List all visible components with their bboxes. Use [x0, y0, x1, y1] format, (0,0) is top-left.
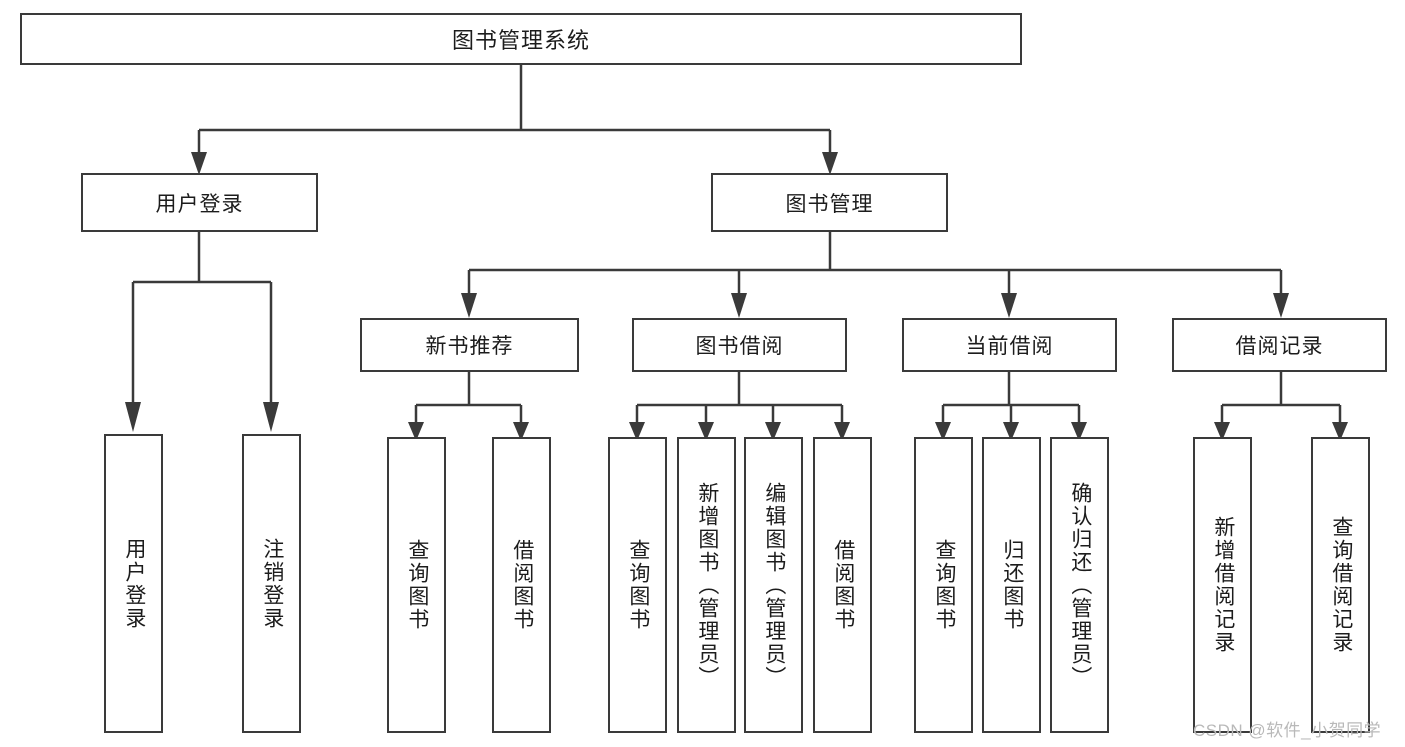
- node-label: 归还图书: [1000, 539, 1024, 631]
- node-label: 用户登录: [155, 192, 244, 216]
- node-label: 查询图书: [626, 539, 650, 631]
- node-leaf-query-borrow-record[interactable]: 查询借阅记录: [1311, 437, 1370, 733]
- node-leaf-borrow-book[interactable]: 借阅图书: [813, 437, 872, 733]
- node-new-book-recommend[interactable]: 新书推荐: [360, 318, 579, 372]
- node-leaf-user-login[interactable]: 用户登录: [104, 434, 163, 733]
- node-label: 借阅图书: [831, 539, 855, 631]
- node-leaf-add-borrow-record[interactable]: 新增借阅记录: [1193, 437, 1252, 733]
- node-label: 借阅记录: [1235, 335, 1324, 358]
- node-label: 当前借阅: [965, 335, 1054, 358]
- node-borrow-record[interactable]: 借阅记录: [1172, 318, 1387, 372]
- node-label: 新增图书（管理员）: [695, 481, 719, 689]
- node-leaf-add-book-admin[interactable]: 新增图书（管理员）: [677, 437, 736, 733]
- node-label: 编辑图书（管理员）: [762, 481, 786, 689]
- node-leaf-query-book-recommend[interactable]: 查询图书: [387, 437, 446, 733]
- node-label: 注销登录: [260, 537, 284, 630]
- node-label: 用户登录: [122, 537, 146, 630]
- node-leaf-query-book-borrow[interactable]: 查询图书: [608, 437, 667, 733]
- node-label: 查询借阅记录: [1329, 516, 1353, 654]
- node-label: 查询图书: [405, 539, 429, 631]
- node-leaf-edit-book-admin[interactable]: 编辑图书（管理员）: [744, 437, 803, 733]
- node-label: 图书借阅: [695, 335, 784, 358]
- node-leaf-return-book[interactable]: 归还图书: [982, 437, 1041, 733]
- node-book-borrow[interactable]: 图书借阅: [632, 318, 847, 372]
- node-leaf-logout[interactable]: 注销登录: [242, 434, 301, 733]
- node-root-system[interactable]: 图书管理系统: [20, 13, 1022, 65]
- csdn-watermark: CSDN @软件_小贺同学: [1193, 721, 1382, 740]
- node-label: 新增借阅记录: [1211, 516, 1235, 654]
- node-leaf-query-book-current[interactable]: 查询图书: [914, 437, 973, 733]
- node-leaf-borrow-book-recommend[interactable]: 借阅图书: [492, 437, 551, 733]
- node-current-borrow[interactable]: 当前借阅: [902, 318, 1117, 372]
- node-label: 确认归还（管理员）: [1068, 481, 1092, 689]
- node-label: 图书管理: [785, 192, 874, 216]
- node-leaf-confirm-return-admin[interactable]: 确认归还（管理员）: [1050, 437, 1109, 733]
- node-label: 新书推荐: [425, 335, 514, 358]
- node-user-login[interactable]: 用户登录: [81, 173, 318, 232]
- node-label: 图书管理系统: [451, 28, 590, 53]
- node-label: 查询图书: [932, 539, 956, 631]
- node-label: 借阅图书: [510, 539, 534, 631]
- node-book-management[interactable]: 图书管理: [711, 173, 948, 232]
